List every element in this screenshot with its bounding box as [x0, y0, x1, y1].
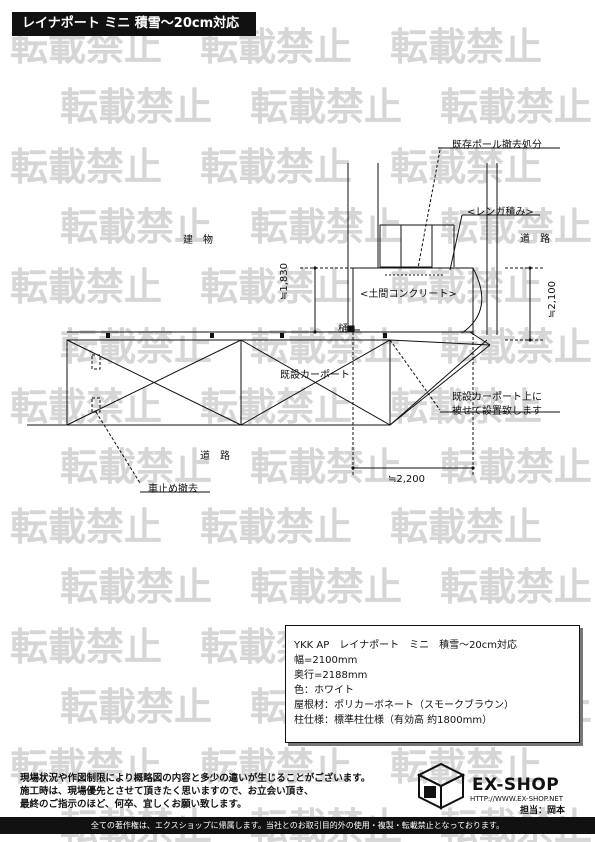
building-label: 建 物 [183, 235, 213, 246]
person-in-charge: 担当：岡本 [520, 806, 566, 816]
install-note-line2: 被せて設置致します [452, 406, 542, 417]
wheel-stop [91, 354, 101, 370]
note-line: 施工時は、現場優先とさせて頂きたく思いますので、お立会い頂き、 [20, 786, 314, 797]
spec-box: YKK AP レイナポート ミニ 積雪～20cm対応 幅=2100mm 奥行=2… [285, 625, 580, 743]
cube-logo-icon [416, 762, 466, 810]
gutter-mark [347, 325, 355, 333]
dim-bottom-label: ≒2,200 [388, 474, 426, 485]
spec-product: YKK AP レイナポート ミニ 積雪～20cm対応 [294, 640, 518, 651]
dim-dot [471, 466, 475, 470]
spec-width: 幅=2100mm [294, 655, 358, 666]
concrete-label: <土間コンクリート> [360, 289, 457, 300]
install-note-line1: 既設カーポート上に [452, 392, 542, 403]
leader-line [449, 214, 463, 271]
brick-label: <レンガ積み> [467, 207, 534, 218]
road-bottom-label: 道 路 [200, 451, 230, 462]
copyright-footer: 全ての著作権は、エクスショップに帰属します。当社とのお取引目的外の使用・複製・転… [0, 817, 595, 834]
gutter-label: 樋 [338, 324, 348, 335]
post-mark [106, 333, 110, 338]
road-right-label: 道 路 [520, 234, 550, 245]
page-title: レイナポート ミニ 積雪～20cm対応 [12, 12, 256, 36]
spec-pillar: 柱仕様：標準柱仕様（有効高 約1800mm） [294, 715, 493, 726]
logo-name: EX-SHOP [472, 775, 560, 795]
carport-label: 既設カーポート [280, 370, 350, 381]
dim-height-label: ≒1,830 [279, 262, 290, 300]
note-line: 現場状況や作図制限により概略図の内容と多少の違いが生じることがございます。 [20, 773, 371, 784]
dim-dot [313, 330, 317, 334]
concrete-curve [461, 267, 483, 334]
leader-line [417, 149, 441, 269]
spec-depth: 奥行=2188mm [294, 670, 368, 681]
leader-line [95, 411, 141, 484]
concrete-pad [352, 267, 474, 333]
logo-url: HTTP://WWW.EX-SHOP.NET [470, 795, 564, 803]
dim-dot [528, 266, 532, 270]
wheel-stop-label: 車止め撤去 [148, 484, 198, 495]
spec-color: 色：ホワイト [294, 685, 354, 696]
new-carport-side [389, 339, 491, 346]
road-edge [389, 339, 488, 426]
post-mark [383, 333, 387, 338]
dim-dot [313, 266, 317, 270]
carport-cross [66, 339, 242, 426]
pole-removal-label: 既存ポール撤去処分 [452, 140, 542, 151]
disclaimer-note: 現場状況や作図制限により概略図の内容と多少の違いが生じることがございます。 施工… [20, 772, 420, 811]
dim-dot [351, 466, 355, 470]
dim-right-label: ≒2,100 [547, 280, 558, 318]
spec-roof: 屋根材：ポリカーボネート（スモークブラウン） [294, 700, 514, 711]
post-mark [210, 333, 214, 338]
brick-structure [379, 224, 433, 268]
leader-line [389, 339, 441, 411]
note-line: 最終のご指示のほど、何卒、宜しくお願い致します。 [20, 799, 247, 810]
post-mark [280, 333, 284, 338]
dim-dot [528, 338, 532, 342]
carport-cross [240, 339, 391, 426]
carport-outline [66, 339, 391, 426]
